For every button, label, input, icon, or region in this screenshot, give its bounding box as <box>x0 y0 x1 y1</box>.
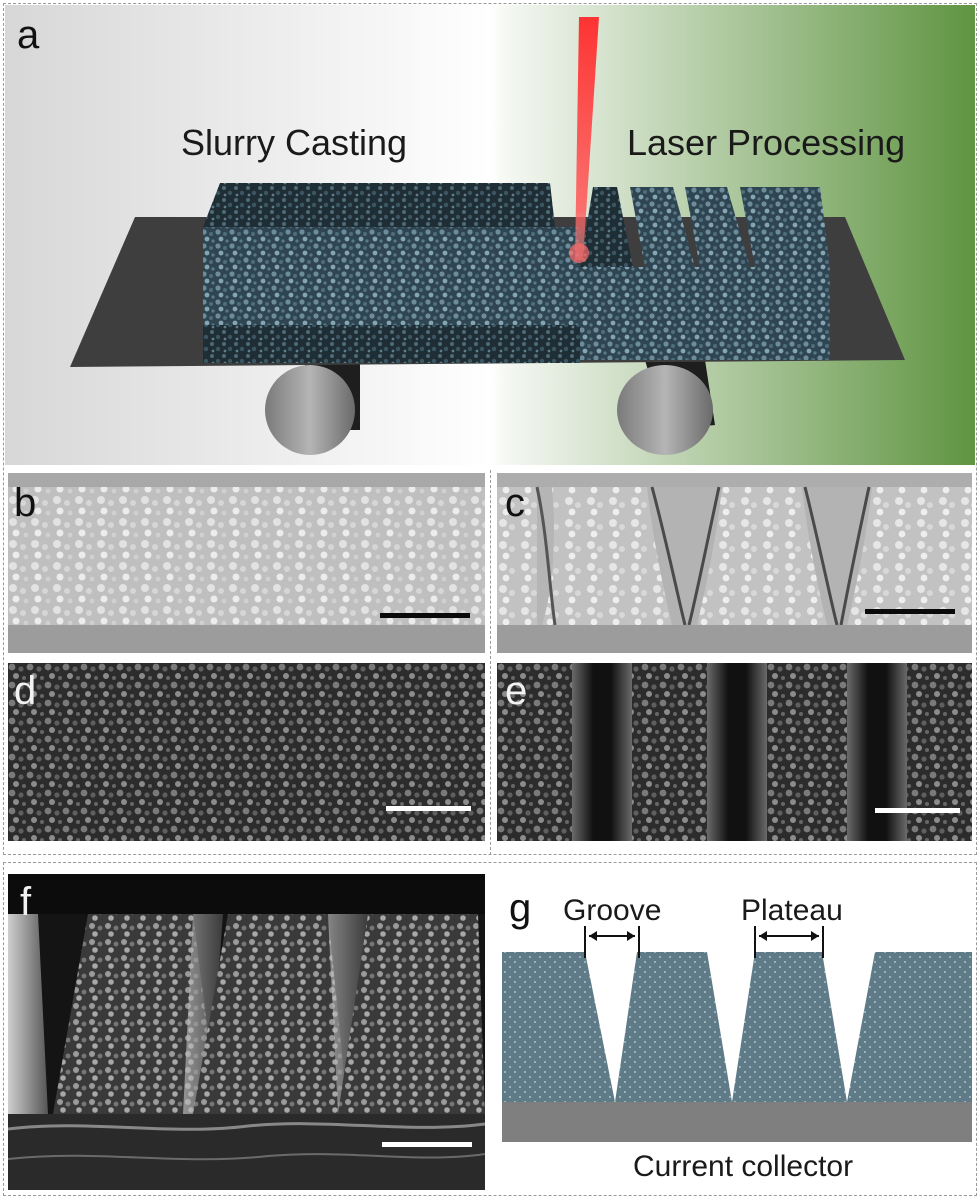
panel-d-image <box>8 663 485 841</box>
plateau-3 <box>685 187 750 267</box>
plateau-label: Plateau <box>741 894 843 927</box>
roller-right <box>617 360 715 455</box>
panel-f-label: f <box>20 880 32 924</box>
panel-c-scale-bar <box>865 609 955 614</box>
grooved-base <box>580 267 830 360</box>
plateau-4 <box>740 187 830 267</box>
slurry-casting-title: Slurry Casting <box>181 122 408 163</box>
panel-a-illustration <box>5 5 975 465</box>
panel-b: b <box>8 473 485 653</box>
panel-b-label: b <box>14 481 37 525</box>
plateau-1 <box>580 187 633 267</box>
panel-d-scale-bar <box>386 806 471 811</box>
roller-left <box>265 360 360 455</box>
panel-f-scale-bar <box>382 1142 472 1147</box>
laser-processing-title: Laser Processing <box>627 122 906 163</box>
panel-c-label: c <box>505 481 525 525</box>
electrode-top-face <box>203 183 555 227</box>
panel-b-image <box>8 473 485 653</box>
current-collector-label: Current collector <box>633 1150 854 1183</box>
panel-c-image <box>497 473 972 653</box>
panel-e-label: e <box>505 669 528 713</box>
panel-d-label: d <box>14 669 37 713</box>
electrode-bottom-band <box>203 325 580 363</box>
panel-c: c <box>497 473 972 653</box>
panel-g: g Groove Plateau Current collector <box>497 874 972 1190</box>
panel-e-scale-bar <box>875 808 960 813</box>
panel-e: e <box>497 663 972 841</box>
plateau-2 <box>630 187 695 267</box>
electrode-front-face <box>203 227 580 325</box>
laser-spot <box>569 243 589 263</box>
laser-beam <box>575 17 599 260</box>
panel-a: a Slurry Casting Laser Processing <box>5 5 975 465</box>
divider-bc-de <box>490 470 491 855</box>
groove-label: Groove <box>563 894 662 927</box>
panel-b-scale-bar <box>380 613 470 618</box>
electrode-layer <box>502 952 972 1102</box>
panel-g-diagram <box>497 874 972 1190</box>
panel-f-image <box>8 874 485 1190</box>
panel-d: d <box>8 663 485 841</box>
panel-e-image <box>497 663 972 841</box>
panel-a-label: a <box>17 13 40 57</box>
panel-g-label: g <box>509 886 532 930</box>
panel-f: f <box>8 874 485 1190</box>
frame-bottom <box>3 862 977 1196</box>
current-collector-layer <box>502 1102 972 1142</box>
